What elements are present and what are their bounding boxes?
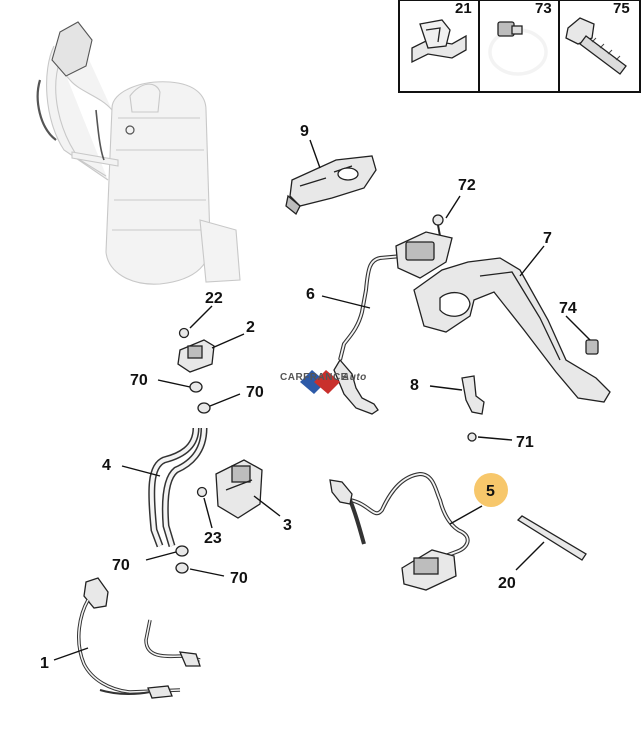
rod-part-20 bbox=[516, 515, 587, 561]
inset-parts-box: 21 73 75 bbox=[398, 0, 641, 93]
pressure-sensor-part-3 bbox=[215, 459, 263, 519]
support-bracket-part-7 bbox=[413, 257, 611, 403]
callout-72[interactable]: 72 bbox=[458, 177, 476, 194]
callout-70-c[interactable]: 70 bbox=[112, 557, 130, 574]
callout-20[interactable]: 20 bbox=[498, 575, 516, 592]
callout-2[interactable]: 2 bbox=[246, 319, 255, 336]
callout-4[interactable]: 4 bbox=[102, 457, 111, 474]
watermark-brand: CARFRANCE bbox=[280, 372, 348, 383]
callout-1[interactable]: 1 bbox=[40, 655, 49, 672]
callout-9[interactable]: 9 bbox=[300, 123, 309, 140]
pressure-sensor-part-2 bbox=[177, 339, 215, 373]
callout-70-b[interactable]: 70 bbox=[246, 384, 264, 401]
hose-part-4 bbox=[148, 427, 208, 548]
callout-8[interactable]: 8 bbox=[410, 377, 419, 394]
screw-part-72 bbox=[432, 214, 444, 237]
hose-clamp-icon[interactable] bbox=[488, 21, 548, 76]
sensor-part-6 bbox=[333, 231, 453, 415]
callout-70-d[interactable]: 70 bbox=[230, 570, 248, 587]
callout-71[interactable]: 71 bbox=[516, 434, 534, 451]
inset-label-21[interactable]: 21 bbox=[455, 0, 472, 17]
callout-22[interactable]: 22 bbox=[205, 290, 223, 307]
carfrance-watermark: CARFRANCE Auto bbox=[280, 370, 367, 394]
callout-7[interactable]: 7 bbox=[543, 230, 552, 247]
screw-part-71 bbox=[467, 432, 477, 442]
bracket-part-9 bbox=[285, 155, 377, 216]
screw-part-22 bbox=[178, 327, 190, 339]
callout-labels: 9 72 7 6 22 2 70 70 74 8 71 4 3 23 70 70… bbox=[40, 123, 577, 672]
callout-70-a[interactable]: 70 bbox=[130, 372, 148, 389]
callout-5-highlight bbox=[474, 473, 508, 507]
callout-74[interactable]: 74 bbox=[559, 300, 577, 317]
inset-label-73[interactable]: 73 bbox=[535, 0, 552, 17]
nox-sensor-part-5 bbox=[329, 471, 470, 591]
inset-label-75[interactable]: 75 bbox=[613, 0, 630, 17]
bolt-icon[interactable] bbox=[565, 17, 627, 75]
callout-5[interactable]: 5 bbox=[486, 483, 495, 500]
callout-6[interactable]: 6 bbox=[306, 286, 315, 303]
bracket-part-8 bbox=[461, 375, 485, 415]
leader-lines bbox=[53, 139, 591, 661]
washer-part-70 bbox=[175, 381, 211, 574]
dpf-assembly-ghost bbox=[36, 21, 241, 285]
watermark-suffix: Auto bbox=[341, 372, 367, 383]
callout-3[interactable]: 3 bbox=[283, 517, 292, 534]
screw-part-23 bbox=[196, 486, 208, 498]
temp-sensor-harness-part-1 bbox=[77, 577, 201, 699]
clip-part-74 bbox=[585, 339, 599, 355]
clip-icon[interactable] bbox=[411, 19, 467, 64]
callout-23[interactable]: 23 bbox=[204, 530, 222, 547]
